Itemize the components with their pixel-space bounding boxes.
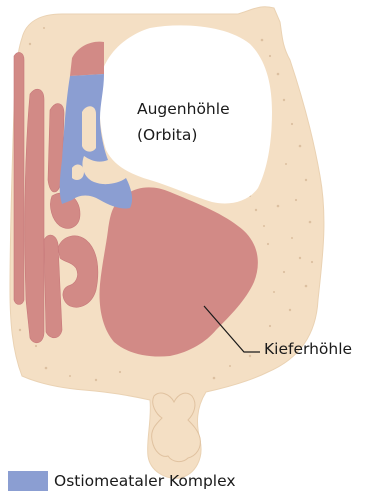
maxillary-sinus-label: Kieferhöhle bbox=[264, 342, 352, 358]
orbita-label-line1: Augenhöhle bbox=[137, 102, 230, 118]
legend-label: Ostiomeataler Komplex bbox=[54, 472, 236, 490]
legend: Ostiomeataler Komplex bbox=[8, 470, 236, 492]
legend-swatch-ostiomeatal bbox=[8, 471, 48, 491]
orbita-label-line2: (Orbita) bbox=[137, 128, 197, 144]
tooth bbox=[152, 393, 201, 462]
